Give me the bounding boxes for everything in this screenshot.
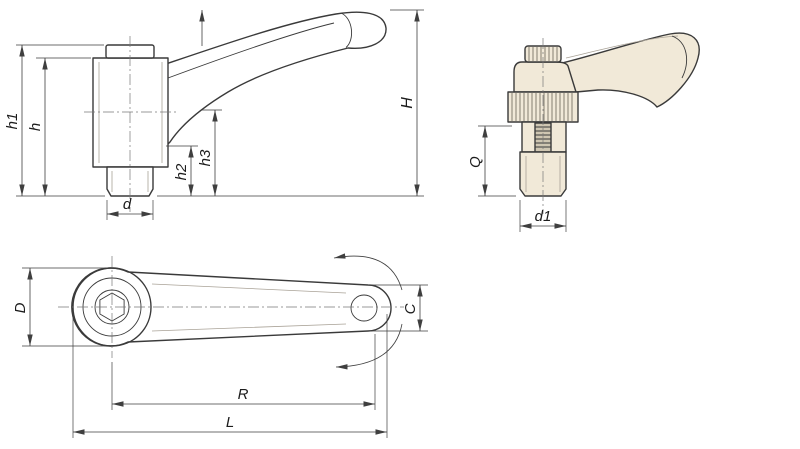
dim-D: D — [12, 268, 33, 346]
dim-h: h — [27, 58, 48, 196]
dim-h2: h2 — [173, 146, 194, 196]
front-ring-knurling — [511, 93, 573, 121]
side-view: h1 h h2 h3 H d — [4, 9, 424, 220]
side-bushing — [106, 166, 154, 197]
dim-label-h2: h2 — [173, 163, 190, 180]
side-lever-arm-contour-line — [167, 22, 335, 79]
dim-h3: h3 — [197, 110, 218, 196]
side-lever-arm-outline — [159, 11, 387, 153]
dim-C: C — [402, 285, 423, 331]
dim-d1: d1 — [520, 208, 566, 229]
dim-label-d1: d1 — [535, 208, 552, 225]
top-extension-lines — [22, 267, 428, 438]
side-lever-grip-tip-line — [340, 12, 352, 48]
dim-label-D: D — [12, 302, 29, 313]
dim-R: R — [112, 386, 375, 407]
front-extension-lines — [478, 125, 567, 232]
dim-h1: h1 — [4, 45, 25, 196]
top-grip-end-circle — [350, 294, 378, 322]
front-lever-arm-outline — [561, 32, 700, 108]
front-lever-grip-tip-line — [671, 35, 688, 79]
top-view: D C R L — [12, 253, 428, 438]
front-bushing-shading — [525, 156, 561, 192]
front-hub-top — [513, 61, 577, 93]
dim-L: L — [73, 414, 387, 435]
side-hub-body — [92, 57, 169, 168]
side-bushing-shading — [111, 171, 149, 192]
dim-label-h3: h3 — [197, 149, 214, 166]
front-cap-knurling — [528, 47, 558, 61]
front-view: Q d1 — [467, 32, 700, 232]
dim-Q: Q — [467, 126, 488, 196]
dim-label-Q: Q — [467, 156, 484, 168]
dim-H: H — [399, 10, 420, 196]
dim-label-h1: h1 — [4, 113, 21, 130]
rotation-arrow-lower — [335, 323, 403, 370]
side-hub-shading — [98, 62, 163, 163]
dim-label-h: h — [27, 123, 44, 131]
dim-label-H: H — [399, 97, 416, 109]
front-lever-arm-contour-line — [565, 35, 679, 59]
rotation-arrow-upper — [333, 253, 403, 291]
side-extension-lines — [16, 9, 424, 220]
dim-label-d: d — [123, 196, 132, 213]
dim-d: d — [107, 196, 153, 217]
dim-label-L: L — [226, 414, 234, 431]
dim-label-C: C — [402, 303, 419, 314]
top-arm-shading — [151, 283, 347, 332]
dim-label-R: R — [238, 386, 249, 403]
